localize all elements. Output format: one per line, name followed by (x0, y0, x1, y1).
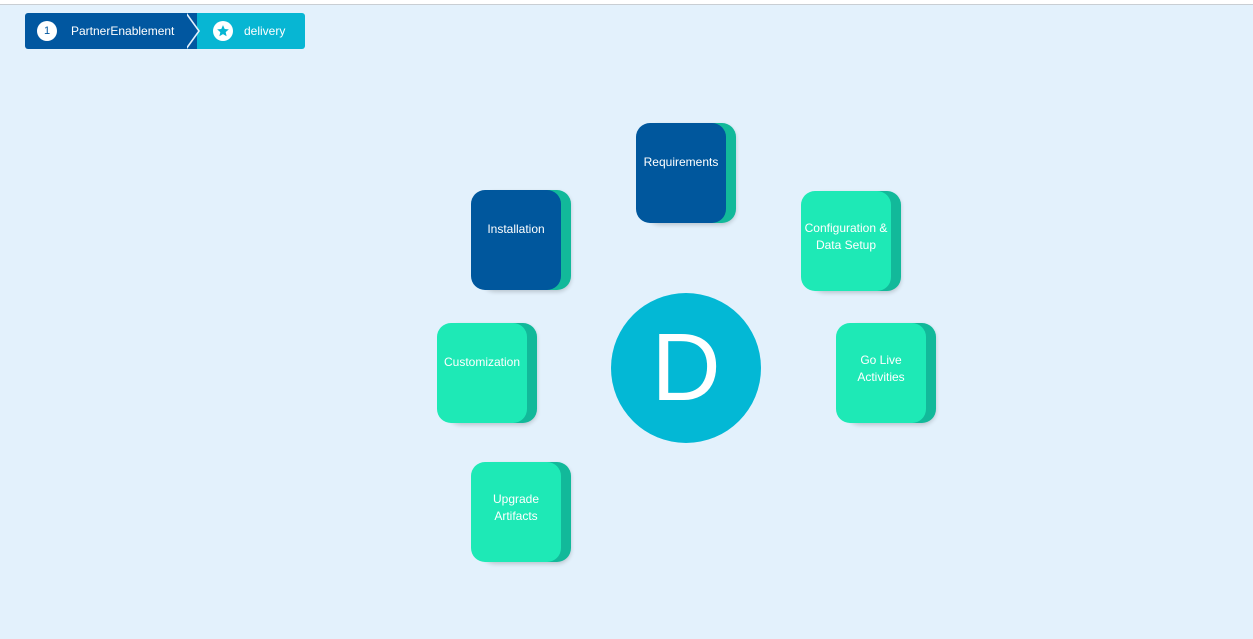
tile-label-go-live: Go Live Activities (857, 353, 905, 384)
tile-label-configuration: Configuration & Data Setup (804, 221, 888, 252)
tile-face: Requirements (636, 123, 726, 223)
tile-face: Configuration & Data Setup (801, 191, 891, 291)
star-icon (213, 21, 233, 41)
tile-face: Upgrade Artifacts (471, 462, 561, 562)
tile-requirements[interactable]: Requirements (636, 123, 736, 223)
tile-face: Go Live Activities (836, 323, 926, 423)
center-phase-circle: D (611, 293, 761, 443)
tile-installation[interactable]: Installation (471, 190, 571, 290)
breadcrumb-item-partner-enablement[interactable]: 1 PartnerEnablement (25, 13, 197, 49)
tile-label-upgrade: Upgrade Artifacts (492, 492, 540, 523)
tile-configuration-data-setup[interactable]: Configuration & Data Setup (801, 191, 901, 291)
tile-face: Installation (471, 190, 561, 290)
step-number-badge: 1 (37, 21, 57, 41)
tile-face: Customization (437, 323, 527, 423)
breadcrumb-arrow (185, 13, 198, 49)
tile-label-requirements: Requirements (643, 154, 719, 169)
tile-go-live-activities[interactable]: Go Live Activities (836, 323, 936, 423)
tile-customization[interactable]: Customization (437, 323, 537, 423)
tile-upgrade-artifacts[interactable]: Upgrade Artifacts (471, 462, 571, 562)
window-top-border (0, 0, 1253, 5)
breadcrumb-label-partner-enablement: PartnerEnablement (71, 24, 175, 38)
center-letter: D (651, 314, 721, 421)
tile-label-customization: Customization (443, 354, 521, 369)
tile-label-installation: Installation (487, 221, 545, 236)
breadcrumb-label-delivery: delivery (244, 24, 286, 38)
breadcrumb-item-delivery[interactable]: delivery (185, 13, 305, 49)
